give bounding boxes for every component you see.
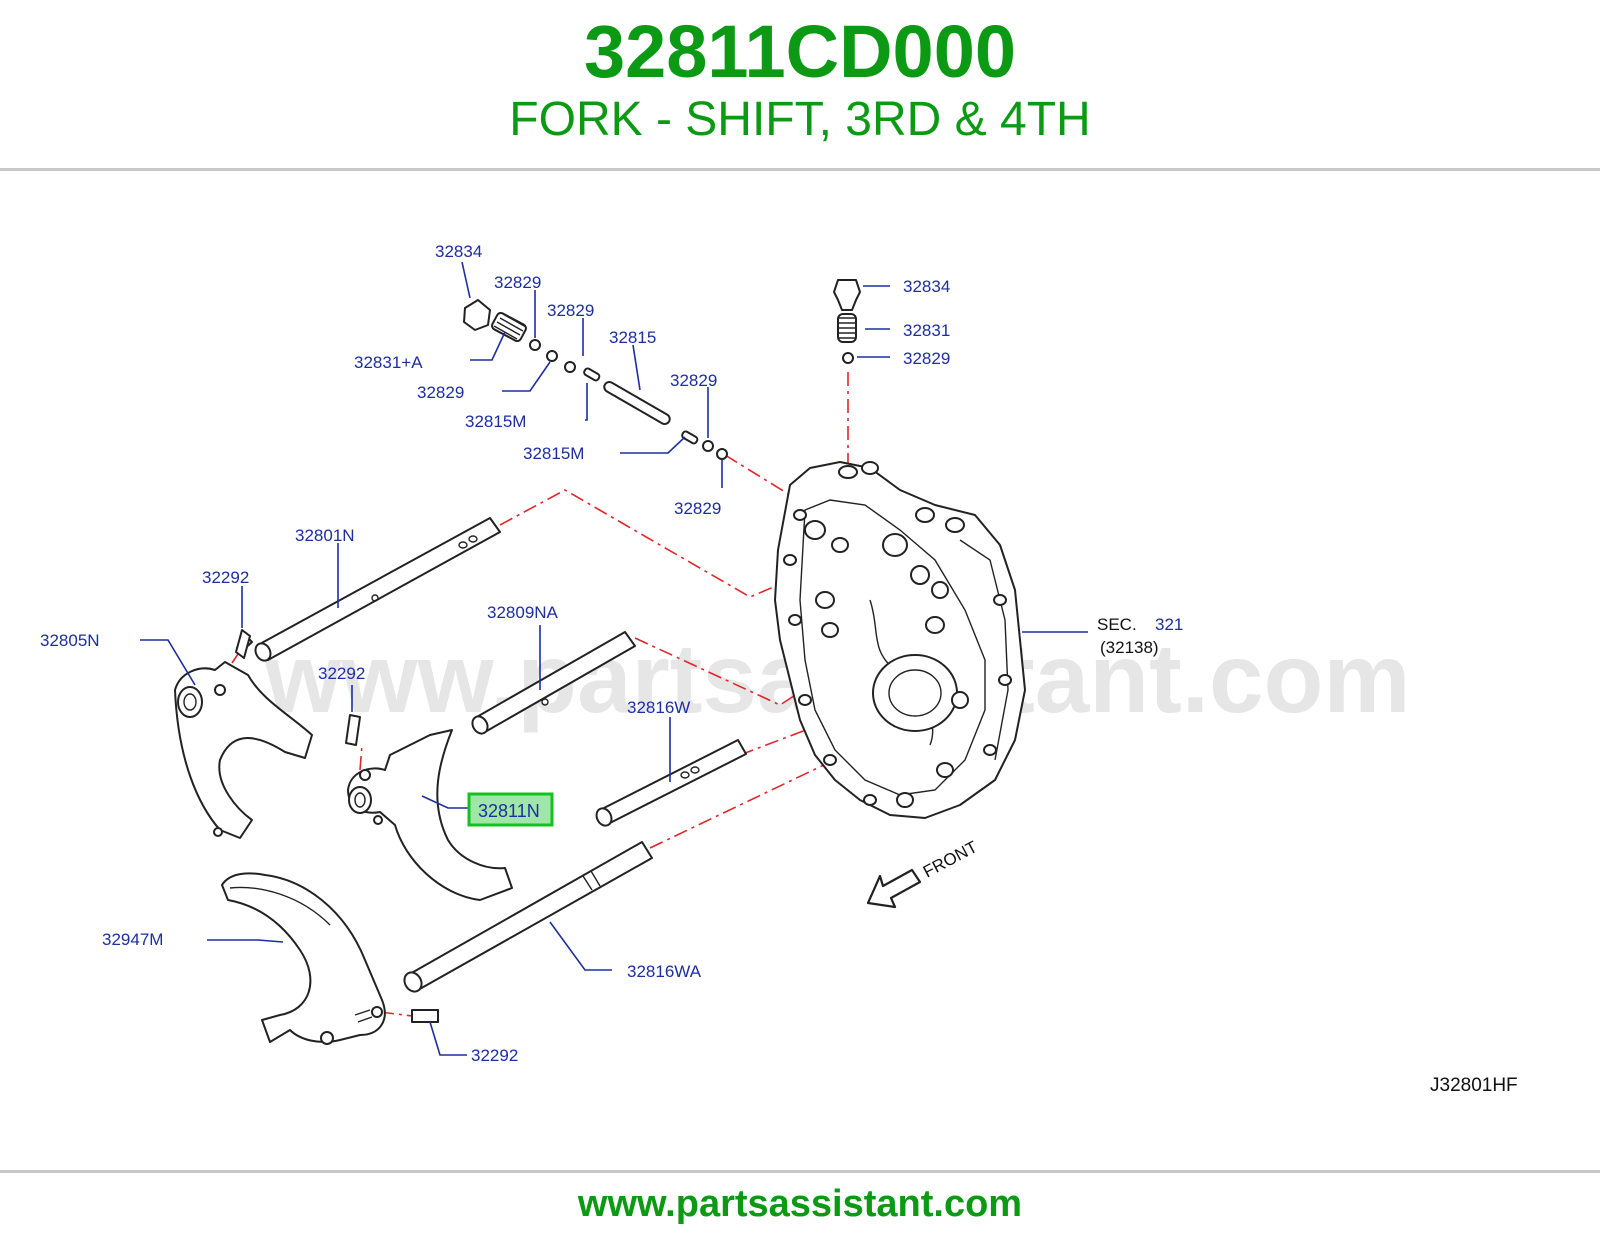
- part-label[interactable]: 32829: [417, 383, 464, 402]
- part-label[interactable]: 32829: [670, 371, 717, 390]
- highlighted-part-label[interactable]: 32811N: [478, 801, 540, 821]
- transmission-case-housing: [774, 461, 1026, 819]
- part-label[interactable]: 32816WA: [627, 962, 702, 981]
- shift-rod-32816w: [599, 739, 747, 825]
- part-label[interactable]: 32801N: [295, 526, 355, 545]
- detent-assembly-left: [463, 299, 728, 460]
- figure-code: J32801HF: [1430, 1075, 1518, 1096]
- section-prefix: SEC.: [1097, 615, 1137, 634]
- part-label[interactable]: 32805N: [40, 631, 100, 650]
- part-label[interactable]: 32829: [494, 273, 541, 292]
- part-label[interactable]: 32292: [202, 568, 249, 587]
- highlighted-part-callout[interactable]: 32811N: [467, 792, 554, 827]
- part-description: FORK - SHIFT, 3RD & 4TH: [509, 93, 1091, 146]
- shift-fork-32947m: [221, 872, 386, 1045]
- detent-assembly-right: [833, 279, 861, 364]
- front-arrow-icon: [866, 868, 922, 909]
- part-label[interactable]: 32829: [547, 301, 594, 320]
- footer-url-link[interactable]: www.partsassistant.com: [577, 1183, 1023, 1225]
- alignment-line: [499, 489, 791, 598]
- alignment-line: [231, 647, 243, 664]
- page-header: 32811CD000 FORK - SHIFT, 3RD & 4TH: [0, 0, 1600, 170]
- part-labels: 32834 32829 32829 32831+A 32829 32815 32…: [40, 242, 1518, 1096]
- part-label[interactable]: 32815: [609, 328, 656, 347]
- alignment-line: [649, 699, 961, 849]
- part-label[interactable]: 32829: [903, 349, 950, 368]
- part-label[interactable]: 32292: [471, 1046, 518, 1065]
- highlight-box: [467, 792, 554, 827]
- part-label[interactable]: 32815M: [523, 444, 584, 463]
- section-sub: (32138): [1100, 638, 1159, 657]
- part-label[interactable]: 32831+A: [354, 353, 423, 372]
- header-divider: [0, 168, 1600, 171]
- part-label[interactable]: 32816W: [627, 698, 690, 717]
- part-label[interactable]: 32947M: [102, 930, 163, 949]
- part-label[interactable]: 32292: [318, 664, 365, 683]
- part-label[interactable]: 32834: [435, 242, 482, 261]
- front-label: FRONT: [920, 837, 981, 881]
- shift-fork-32811n: [347, 729, 513, 901]
- part-label[interactable]: 32829: [674, 499, 721, 518]
- alignment-line: [359, 744, 363, 771]
- leader-lines: [140, 261, 1088, 1056]
- part-number-title: 32811CD000: [583, 10, 1017, 93]
- part-label[interactable]: 32809NA: [487, 603, 559, 622]
- part-label[interactable]: 32831: [903, 321, 950, 340]
- section-reference[interactable]: SEC. 321 (32138): [1097, 615, 1183, 657]
- footer-divider: [0, 1170, 1600, 1173]
- part-label[interactable]: 32815M: [465, 412, 526, 431]
- roll-pin-32292-c: [411, 1009, 439, 1023]
- front-direction-indicator: FRONT: [866, 837, 981, 909]
- shift-rods: [254, 517, 747, 993]
- alignment-line: [724, 454, 791, 496]
- section-number[interactable]: 321: [1155, 615, 1183, 634]
- part-label[interactable]: 32834: [903, 277, 950, 296]
- roll-pin-32292-a: [235, 629, 251, 659]
- roll-pin-32292-b: [345, 714, 361, 746]
